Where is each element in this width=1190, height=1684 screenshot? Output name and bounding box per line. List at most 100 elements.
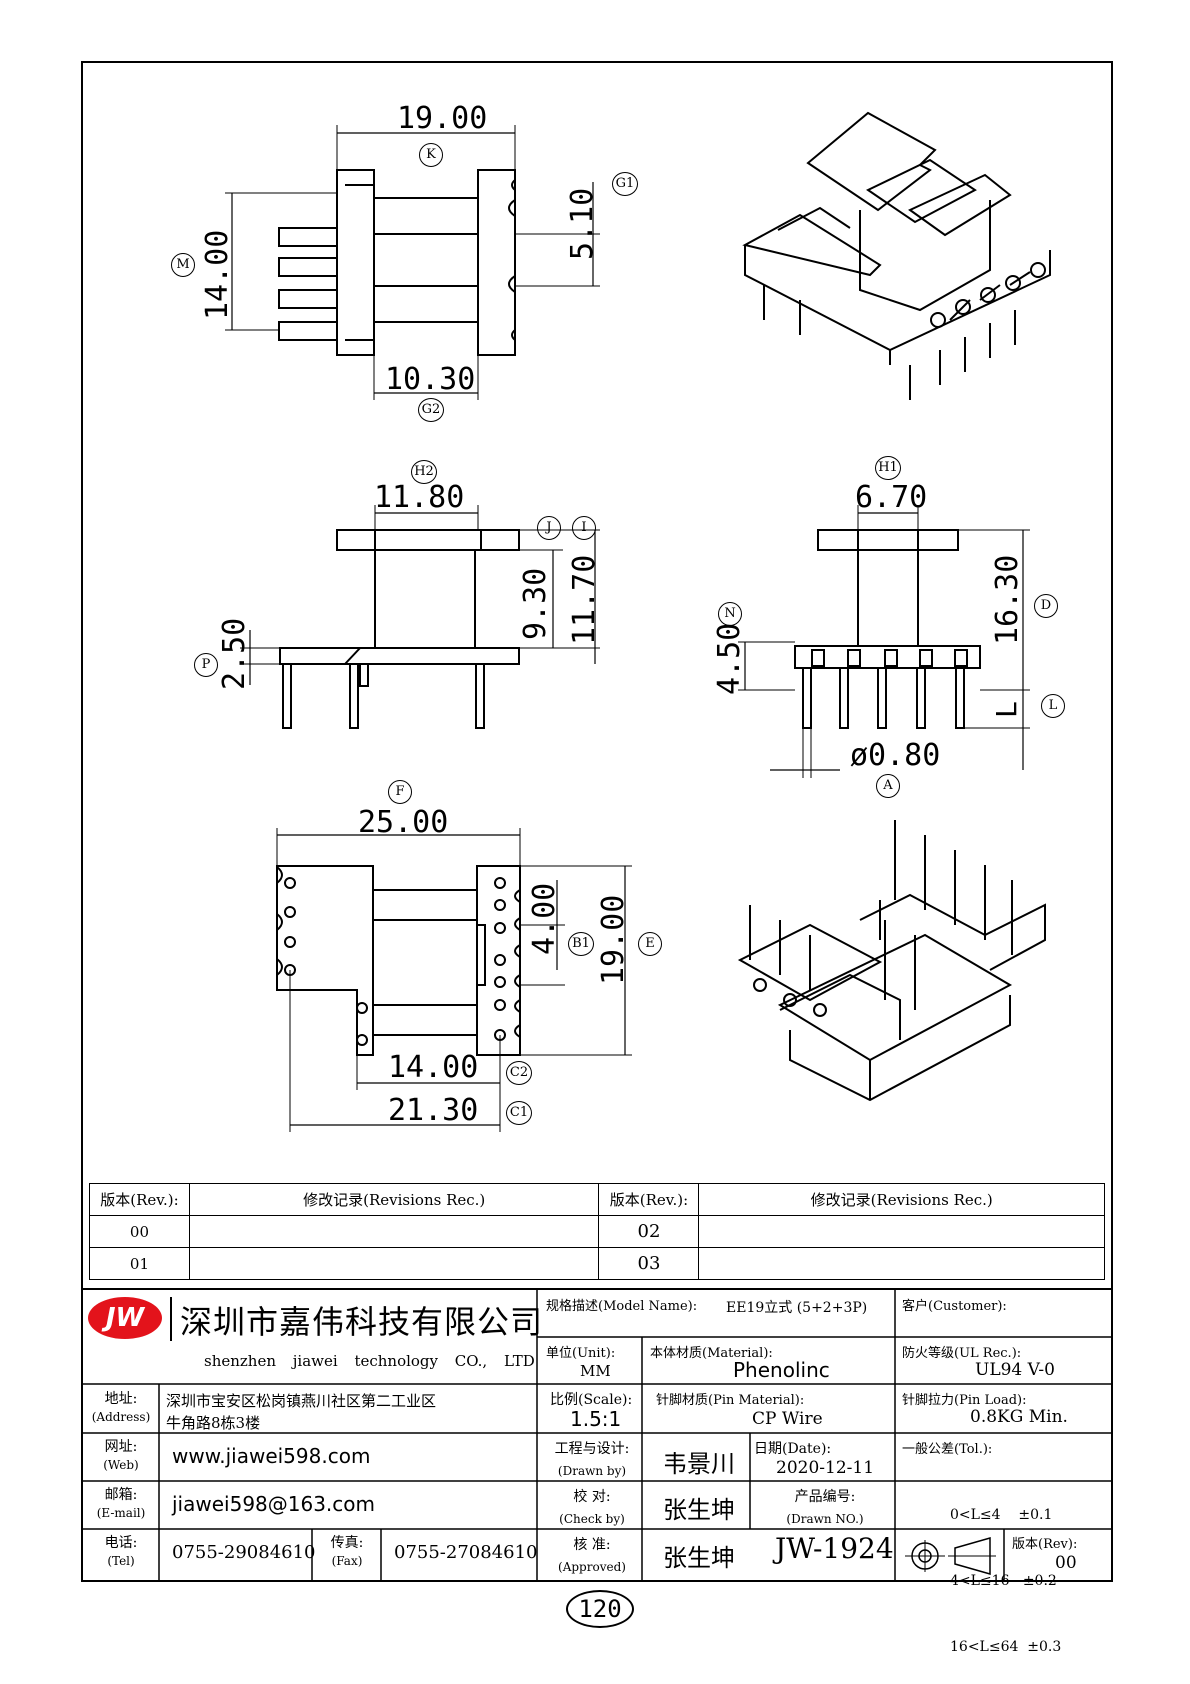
dim-h2-value: 11.80: [374, 480, 465, 515]
tol-line3: 16<L≤64 ±0.3: [950, 1639, 1062, 1655]
top-view: [225, 125, 600, 400]
bottom-view: [276, 828, 632, 1132]
logo-mark: JW: [88, 1297, 162, 1339]
tol-line1: 0<L≤4 ±0.1: [950, 1507, 1053, 1523]
rec-cell: [698, 1215, 1105, 1248]
dim-a-value: ø0.80: [850, 738, 941, 773]
rev-cell: 02: [598, 1215, 700, 1248]
tol-line2: 4<L≤16 ±0.2: [950, 1573, 1057, 1589]
dim-c2-value: 14.00: [388, 1050, 479, 1085]
rev-cell: 01: [89, 1247, 190, 1280]
drawn-label-en: (Drawn by): [557, 1464, 627, 1478]
company-name-cn: 深圳市嘉伟科技有限公司: [180, 1303, 544, 1341]
ref-a: A: [876, 774, 900, 798]
approved-by: 张生坤: [663, 1544, 735, 1572]
ref-f: F: [388, 780, 412, 804]
ref-i: I: [572, 516, 596, 540]
ref-e: E: [638, 932, 662, 956]
web-label: 网址:: [104, 1439, 138, 1455]
model-label: 规格描述(Model Name):: [546, 1299, 698, 1314]
email-label: 邮箱:: [104, 1487, 138, 1503]
ref-c2: C2: [506, 1061, 532, 1085]
pin-load-label: 针脚拉力(Pin Load):: [902, 1393, 1027, 1408]
side-view: [738, 505, 1030, 778]
address-line1: 深圳市宝安区松岗镇燕川社区第二工业区: [166, 1392, 437, 1410]
email-label-en: (E-mail): [96, 1506, 146, 1520]
ref-g2: G2: [418, 398, 444, 422]
rev-cell: 00: [89, 1215, 190, 1248]
ref-h1: H1: [875, 456, 901, 480]
ref-m: M: [171, 253, 195, 277]
drawing-number: JW-1924: [775, 1532, 894, 1565]
ref-b1: B1: [568, 932, 594, 956]
rev-header-right: 版本(Rev.):: [598, 1183, 700, 1216]
approve-label: 核 准:: [573, 1537, 611, 1553]
fax-label: 传真:: [330, 1535, 364, 1551]
tol-label: 一般公差(Tol.):: [902, 1442, 993, 1457]
table-row: 00 02: [89, 1215, 1105, 1248]
page-number: 120: [566, 1590, 634, 1628]
rev-value: 00: [1055, 1553, 1077, 1573]
drawn-label: 工程与设计:: [554, 1441, 630, 1457]
company-name-en: shenzhen jiawei technology CO., LTD: [204, 1352, 535, 1370]
ref-j: J: [537, 516, 561, 540]
customer-label: 客户(Customer):: [902, 1299, 1007, 1314]
drawing-no-label-en: (Drawn NO.): [786, 1512, 864, 1526]
dim-g2-value: 10.30: [385, 362, 476, 397]
ref-d: D: [1034, 594, 1058, 618]
date-value: 2020-12-11: [776, 1458, 875, 1478]
ref-h2: H2: [411, 460, 437, 484]
rev-label: 版本(Rev):: [1012, 1537, 1078, 1552]
fax-label-en: (Fax): [331, 1554, 363, 1568]
email-link[interactable]: jiawei598@163.com: [172, 1492, 376, 1516]
check-label: 校 对:: [573, 1489, 611, 1505]
check-label-en: (Check by): [559, 1512, 625, 1526]
pin-material-value: CP Wire: [752, 1409, 823, 1429]
web-link[interactable]: www.jiawei598.com: [172, 1444, 371, 1468]
dim-c1-value: 21.30: [388, 1093, 479, 1128]
rec-header-right: 修改记录(Revisions Rec.): [698, 1183, 1105, 1216]
unit-label: 单位(Unit):: [546, 1346, 616, 1361]
isometric-view-top: [742, 111, 1051, 400]
drawn-by: 韦景川: [663, 1450, 735, 1478]
ref-l: L: [1041, 694, 1065, 718]
address-line2: 牛角路8栋3楼: [166, 1414, 261, 1432]
checked-by: 张生坤: [663, 1496, 735, 1524]
model-value: EE19立式 (5+2+3P): [726, 1300, 868, 1316]
isometric-view-bottom: [737, 820, 1046, 1102]
fax-value: 0755-27084610: [394, 1542, 538, 1563]
unit-value: MM: [580, 1362, 611, 1380]
ul-label: 防火等级(UL Rec.):: [902, 1346, 1022, 1361]
table-row: 01 03: [89, 1247, 1105, 1280]
front-view: [240, 505, 600, 729]
ref-g1: G1: [612, 172, 638, 196]
tel-value: 0755-29084610: [172, 1542, 316, 1563]
material-label: 本体材质(Material):: [650, 1346, 773, 1361]
rec-cell: [188, 1215, 600, 1248]
scale-label: 比例(Scale):: [550, 1392, 633, 1408]
web-label-en: (Web): [103, 1458, 139, 1472]
rec-cell: [188, 1247, 600, 1280]
ref-n: N: [718, 602, 742, 626]
rec-cell: [698, 1247, 1105, 1280]
ref-p: P: [194, 653, 218, 677]
tel-label-en: (Tel): [107, 1554, 135, 1568]
company-logo: JW: [88, 1297, 166, 1343]
scale-value: 1.5:1: [570, 1407, 622, 1431]
address-label-en: (Address): [91, 1410, 151, 1424]
pin-load-value: 0.8KG Min.: [970, 1407, 1068, 1427]
pin-material-label: 针脚材质(Pin Material):: [656, 1393, 805, 1408]
ref-k: K: [419, 143, 443, 167]
drawing-frame: [81, 61, 1113, 1582]
drawing-no-label: 产品编号:: [794, 1489, 856, 1505]
dim-f-value: 25.00: [358, 805, 449, 840]
dim-k-value: 19.00: [397, 101, 488, 136]
revision-table: 版本(Rev.): 修改记录(Revisions Rec.) 版本(Rev.):…: [89, 1183, 1105, 1280]
approve-label-en: (Approved): [558, 1560, 626, 1574]
logo-divider: [170, 1297, 172, 1341]
rev-cell: 03: [598, 1247, 700, 1280]
tel-label: 电话:: [104, 1535, 138, 1551]
material-value: Phenolinc: [733, 1358, 830, 1382]
